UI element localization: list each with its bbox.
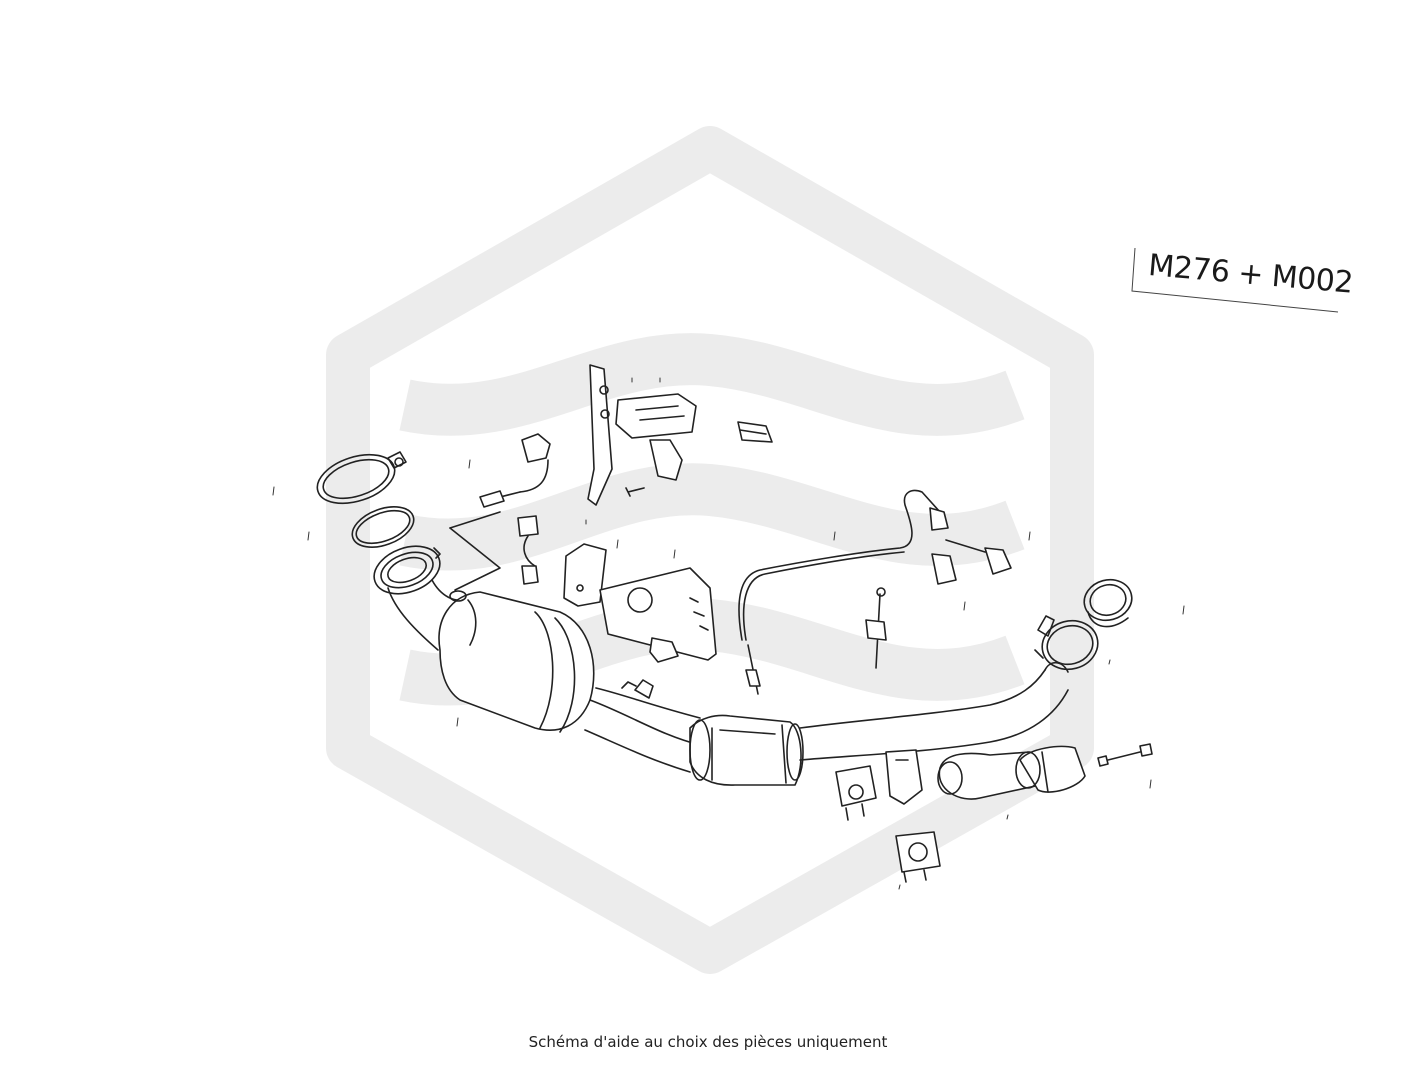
catalytic-converter bbox=[387, 579, 595, 733]
rear-sleeve bbox=[1083, 578, 1133, 628]
mounting-bracket-center bbox=[885, 749, 923, 805]
rubber-mount-left bbox=[835, 765, 877, 821]
reference-ticks bbox=[272, 377, 1185, 890]
cable-tie bbox=[865, 587, 887, 669]
inlet-flange bbox=[373, 545, 441, 595]
mounting-bolt bbox=[1097, 743, 1153, 767]
oxygen-sensor-lower bbox=[449, 515, 539, 591]
oxygen-sensor-upper bbox=[449, 433, 551, 529]
rear-clamp bbox=[1034, 615, 1099, 671]
valve-bracket-assembly bbox=[587, 364, 773, 506]
middle-pipe bbox=[584, 679, 701, 773]
center-muffler bbox=[689, 714, 804, 786]
front-v-band-clamp bbox=[316, 451, 407, 505]
tail-pipe bbox=[1015, 745, 1086, 793]
temperature-sensor-cable bbox=[738, 489, 1012, 695]
mounting-plate bbox=[563, 543, 717, 663]
gasket-ring bbox=[351, 506, 415, 548]
diagram-caption: Schéma d'aide au choix des pièces unique… bbox=[528, 1033, 888, 1051]
rubber-mount-lower bbox=[895, 831, 941, 883]
